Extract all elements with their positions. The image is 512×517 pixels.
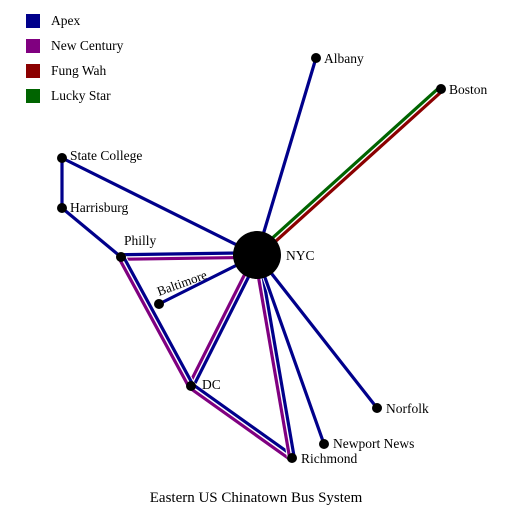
legend-label-lucky-star: Lucky Star [51,88,111,103]
node-label-philly: Philly [124,233,157,248]
node-philly [116,252,126,262]
node-boston [436,84,446,94]
node-newport-news [319,439,329,449]
node-label-state-college: State College [70,148,142,163]
node-dc [186,381,196,391]
route-new-century-nyc-dc [187,253,257,386]
node-richmond [287,453,297,463]
route-apex-nyc-richmond [257,254,296,458]
legend-label-apex: Apex [51,13,81,28]
node-label-norfolk: Norfolk [386,401,429,416]
node-label-richmond: Richmond [301,451,357,466]
node-label-newport-news: Newport News [333,436,414,451]
route-new-century-dc-richmond [188,386,292,462]
route-lucky-star-nyc-boston [254,86,441,255]
legend-label-fung-wah: Fung Wah [51,63,107,78]
diagram-caption: Eastern US Chinatown Bus System [149,490,363,506]
legend-swatch-apex [26,14,40,28]
route-apex-nyc-albany [255,57,318,256]
node-label-harrisburg: Harrisburg [70,200,128,215]
edge-outline-nyc-richmond [252,254,297,459]
route-apex-dc-richmond [191,382,295,458]
node-nyc [233,231,281,279]
city-nodes [57,53,446,463]
node-state-college [57,153,67,163]
route-apex-philly-dc [121,255,195,386]
route-apex-nyc-dc [191,255,261,388]
route-apex-nyc-norfolk [255,254,379,409]
node-label-nyc: NYC [286,248,315,263]
route-apex-harrisburg-philly [60,206,123,259]
edge-outline-philly-dc [116,254,196,389]
node-norfolk [372,403,382,413]
node-label-albany: Albany [324,51,364,66]
legend-swatch-lucky-star [26,89,40,103]
route-apex-nyc-newport-news [255,254,326,445]
route-new-century-philly-dc [117,257,191,388]
node-label-boston: Boston [449,82,488,97]
route-apex-nyc-state-college [61,156,258,257]
legend-swatch-new-century [26,39,40,53]
route-fung-wah-nyc-boston [257,89,444,258]
node-label-dc: DC [202,377,221,392]
legend-label-new-century: New Century [51,38,124,53]
node-baltimore [154,299,164,309]
route-new-century-nyc-richmond [253,255,292,459]
node-harrisburg [57,203,67,213]
edge-outline-nyc-boston [253,85,445,259]
edge-outline-nyc-dc [186,252,262,389]
node-albany [311,53,321,63]
edge-outline-dc-richmond [188,382,295,462]
legend-swatch-fung-wah [26,64,40,78]
